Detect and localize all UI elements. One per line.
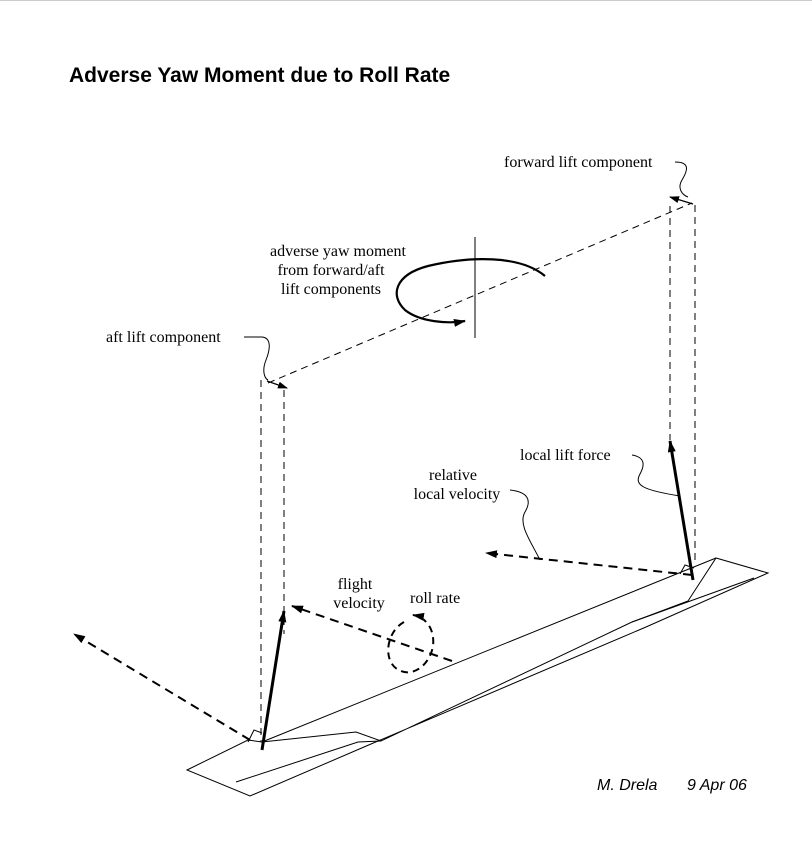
author-credit: M. Drela bbox=[597, 777, 658, 794]
diagram-title: Adverse Yaw Moment due to Roll Rate bbox=[69, 64, 451, 87]
adverse-yaw-label-line1: adverse yaw moment bbox=[270, 243, 407, 260]
lift-frame bbox=[260, 202, 696, 742]
left-angle-tick bbox=[247, 729, 263, 743]
left-aileron bbox=[235, 740, 382, 783]
right-aileron bbox=[631, 577, 755, 623]
adverse-yaw-label-line3: lift components bbox=[281, 281, 381, 298]
aft-lift-leader bbox=[244, 336, 270, 381]
top-border bbox=[0, 0, 812, 1]
right-angle-tick bbox=[679, 564, 695, 575]
forward-lift-leader bbox=[674, 161, 689, 198]
local-lift-leader bbox=[631, 454, 681, 497]
moment-arm-line bbox=[267, 202, 693, 384]
aft-lift-arrow bbox=[266, 380, 288, 389]
wing-leading-edge bbox=[261, 557, 717, 743]
right-lift-force-arrow bbox=[667, 440, 695, 581]
left-relative-velocity-arrow bbox=[73, 633, 251, 741]
roll-rate-arrow bbox=[387, 612, 435, 674]
flight-velocity-label-line1: flight bbox=[338, 576, 373, 593]
adverse-yaw-label-line2: from forward/aft bbox=[277, 262, 385, 279]
date-credit: 9 Apr 06 bbox=[687, 777, 747, 794]
forward-lift-label: forward lift component bbox=[504, 154, 653, 171]
leader-lines bbox=[244, 161, 689, 561]
flight-velocity-arrow bbox=[291, 605, 453, 662]
left-lift-force-arrow bbox=[260, 610, 287, 751]
relative-velocity-label-line2: local velocity bbox=[414, 486, 501, 503]
yaw-moment-arrow bbox=[395, 258, 546, 327]
right-relative-velocity-arrow bbox=[485, 550, 693, 576]
flight-velocity-label-line2: velocity bbox=[333, 595, 385, 612]
local-lift-label: local lift force bbox=[520, 447, 611, 464]
roll-rate-label: roll rate bbox=[410, 590, 460, 607]
aft-lift-label: aft lift component bbox=[106, 329, 221, 346]
forward-lift-arrow bbox=[669, 196, 694, 205]
relative-velocity-label-line1: relative bbox=[429, 467, 477, 484]
relative-velocity-leader bbox=[509, 489, 541, 561]
